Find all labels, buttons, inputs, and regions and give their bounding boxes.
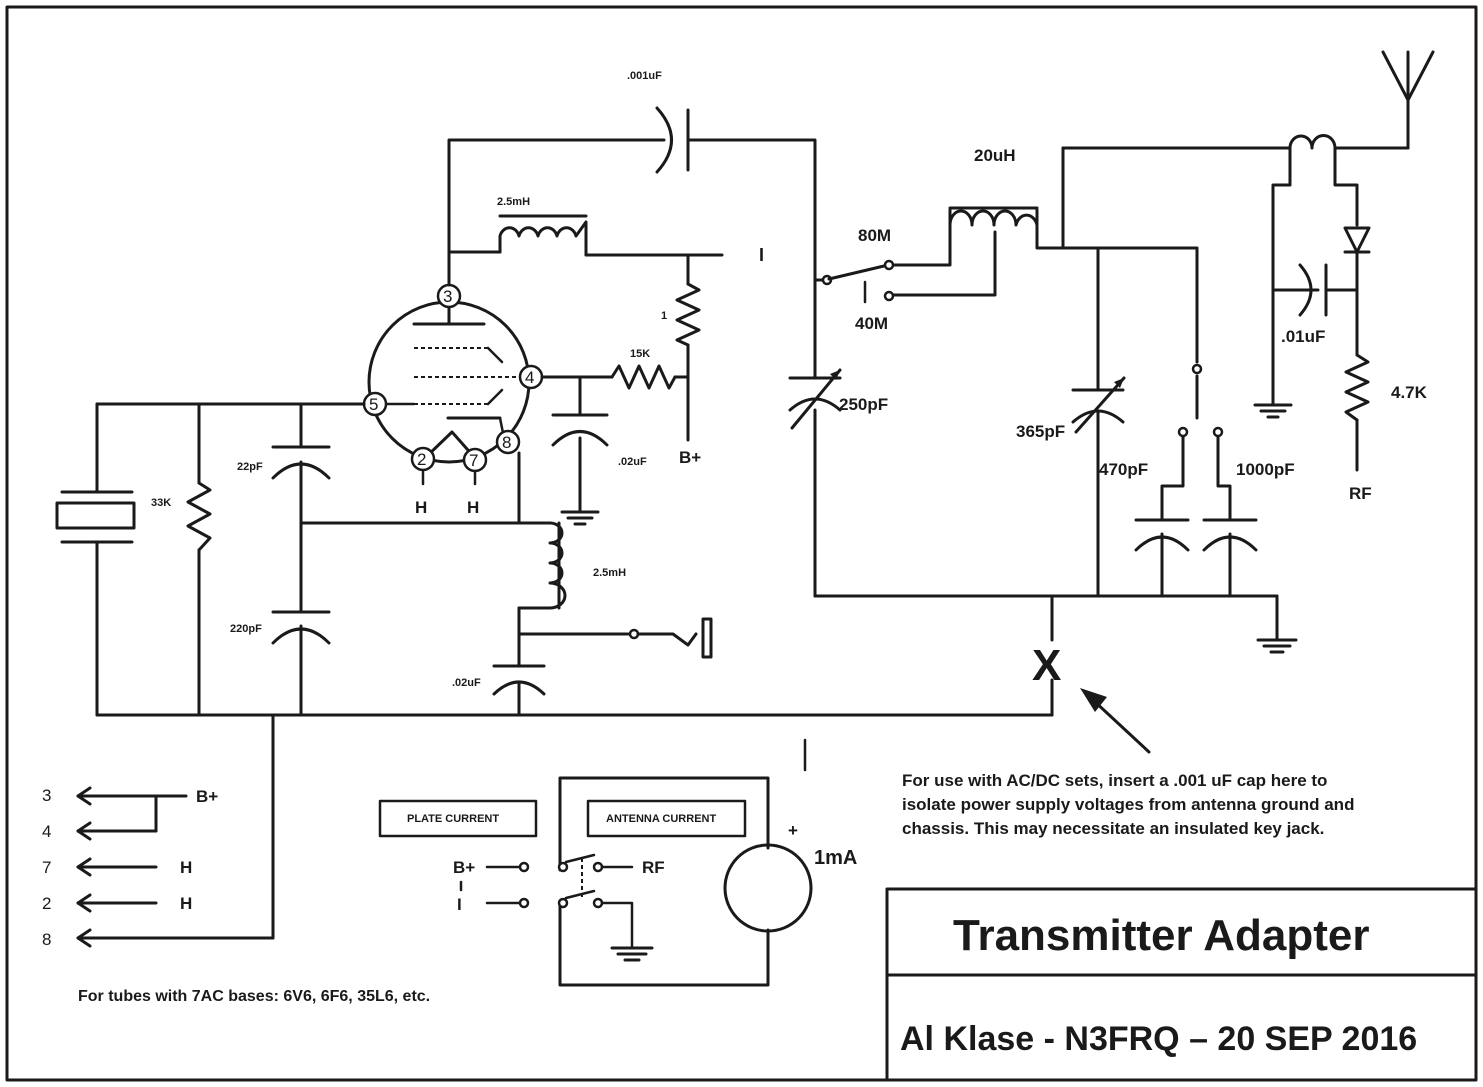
- meter-plus: +: [788, 821, 798, 840]
- note-line-1: For use with AC/DC sets, insert a .001 u…: [902, 771, 1327, 790]
- capacitor-01uF: [1298, 263, 1328, 317]
- label-33k: 33K: [151, 497, 171, 509]
- resistor-4-7k: [1344, 353, 1370, 422]
- band-switch: [821, 259, 895, 302]
- pin-4-label: 4: [525, 368, 534, 387]
- label-22pF: 22pF: [237, 461, 263, 473]
- base-pin-number: 4: [42, 822, 51, 841]
- label-80m: 80M: [858, 226, 891, 245]
- pin-7-label: 7: [469, 451, 478, 470]
- plate-current-box: [378, 799, 538, 838]
- base-pin-number: 7: [42, 858, 51, 877]
- label-heater-1: H: [415, 498, 427, 517]
- inductor-20uH: [948, 209, 1039, 227]
- capacitor-220pF: [271, 610, 331, 645]
- note-line-2: isolate power supply voltages from anten…: [902, 795, 1354, 814]
- pickup-coil: [1288, 133, 1337, 150]
- label-1000pF: 1000pF: [1236, 460, 1295, 479]
- meter-rf: RF: [642, 858, 665, 877]
- note-line-3: chassis. This may necessitate an insulat…: [902, 819, 1324, 838]
- pin-3-label: 3: [443, 287, 452, 306]
- author-line: Al Klase - N3FRQ – 20 SEP 2016: [900, 1020, 1417, 1058]
- label-2-5mH-top: 2.5mH: [497, 196, 530, 208]
- label-02uF-bottom: .02uF: [452, 677, 481, 689]
- label-15k: 15K: [630, 348, 650, 360]
- base-pin-number: 3: [42, 786, 51, 805]
- label-heater-2: H: [467, 498, 479, 517]
- label-2-5mH-bottom: 2.5mH: [593, 567, 626, 579]
- title-block: Transmitter Adapter Al Klase - N3FRQ – 2…: [885, 887, 1478, 1082]
- drawing-border: [5, 5, 1478, 1082]
- arrow-icon: [1080, 688, 1151, 754]
- label-250pF: 250pF: [839, 395, 888, 414]
- crystal: [55, 490, 136, 544]
- ground-icon: [1253, 403, 1293, 419]
- base-pin-number: 8: [42, 930, 51, 949]
- label-1ohm: 1: [661, 310, 667, 322]
- title: Transmitter Adapter: [953, 911, 1369, 960]
- label-470pF: 470pF: [1099, 460, 1148, 479]
- meter-range: 1mA: [814, 847, 857, 869]
- base-pin-label: H: [180, 858, 192, 877]
- pin-2-label: 2: [417, 450, 426, 469]
- pin-8-label: 8: [502, 433, 511, 452]
- base-pinout: 3 4 7 2 8 B+ H H: [42, 786, 218, 949]
- resistor-33k: [186, 481, 212, 552]
- label-20uH: 20uH: [974, 146, 1016, 165]
- base-note: For tubes with 7AC bases: 6V6, 6F6, 35L6…: [78, 988, 430, 1005]
- meter-i: I: [457, 895, 462, 914]
- ground-icon: [560, 510, 600, 526]
- base-pin-label: H: [180, 894, 192, 913]
- key-jack: [628, 617, 713, 659]
- antenna-current-label: ANTENNA CURRENT: [606, 813, 716, 825]
- label-365pF: 365pF: [1016, 422, 1065, 441]
- label-001uF: .001uF: [627, 70, 662, 82]
- milliammeter: [723, 843, 813, 933]
- resistor-15k: [610, 364, 677, 390]
- capacitor-470pF: [1134, 518, 1190, 552]
- diode: [1343, 226, 1371, 254]
- capacitor-02uF-top: [551, 413, 609, 447]
- base-pin-number: 2: [42, 894, 51, 913]
- variable-capacitor-365pF: [1071, 376, 1126, 434]
- label-rf: RF: [1349, 484, 1372, 503]
- label-01uF: .01uF: [1281, 327, 1325, 346]
- cap-selector-switch: [1177, 363, 1224, 438]
- ground-icon: [1256, 638, 1298, 654]
- meter-circuit: PLATE CURRENT ANTENNA CURRENT B+ I RF + …: [378, 776, 857, 987]
- meter-bplus: B+: [453, 858, 475, 877]
- insert-point-mark: X: [1032, 641, 1061, 690]
- antenna-current-box: [586, 799, 747, 838]
- inductor-2-5mH-plate: [498, 220, 588, 257]
- capacitor-001uF: [655, 106, 690, 174]
- label-bplus: B+: [679, 448, 701, 467]
- pin-5-label: 5: [369, 395, 378, 414]
- resistor-1ohm: [675, 282, 701, 347]
- wires: [76, 98, 1410, 940]
- capacitor-22pF: [271, 445, 331, 480]
- base-pin-label: B+: [196, 787, 218, 806]
- tube-pins: [362, 283, 544, 473]
- capacitor-1000pF: [1202, 518, 1258, 552]
- label-4-7k: 4.7K: [1391, 383, 1428, 402]
- plate-current-label: PLATE CURRENT: [407, 813, 499, 825]
- label-02uF-top: .02uF: [618, 456, 647, 468]
- label-220pF: 220pF: [230, 623, 262, 635]
- label-i: I: [759, 245, 764, 265]
- label-40m: 40M: [855, 314, 888, 333]
- variable-capacitor-250pF: [788, 368, 842, 430]
- capacitor-02uF-bottom: [492, 664, 546, 696]
